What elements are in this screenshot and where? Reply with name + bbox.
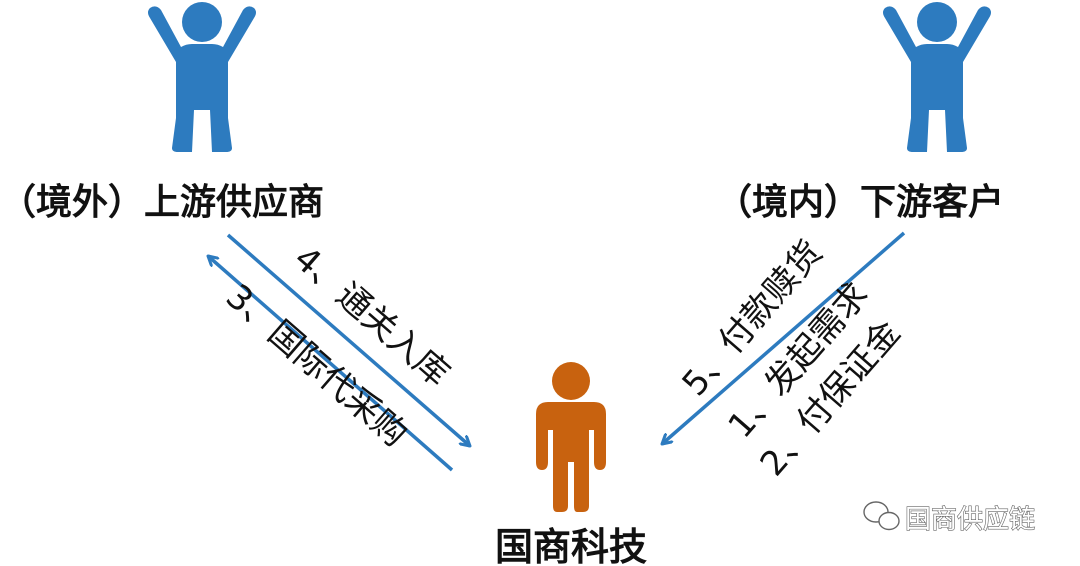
upstream-label: （境外）上游供应商 <box>0 182 324 223</box>
arrow-upstream-to-center <box>226 233 470 446</box>
upstream-person-icon <box>148 2 256 153</box>
arrow-downstream-to-center <box>662 231 906 444</box>
center-person-icon <box>536 362 606 512</box>
downstream-person-icon <box>883 2 991 153</box>
center-label: 国商科技 <box>495 525 647 566</box>
downstream-label: （境内）下游客户 <box>716 182 1004 223</box>
arrow-center-to-upstream <box>208 256 454 472</box>
wechat-icon <box>863 501 900 531</box>
watermark-text: 国商供应链 <box>905 505 1035 535</box>
